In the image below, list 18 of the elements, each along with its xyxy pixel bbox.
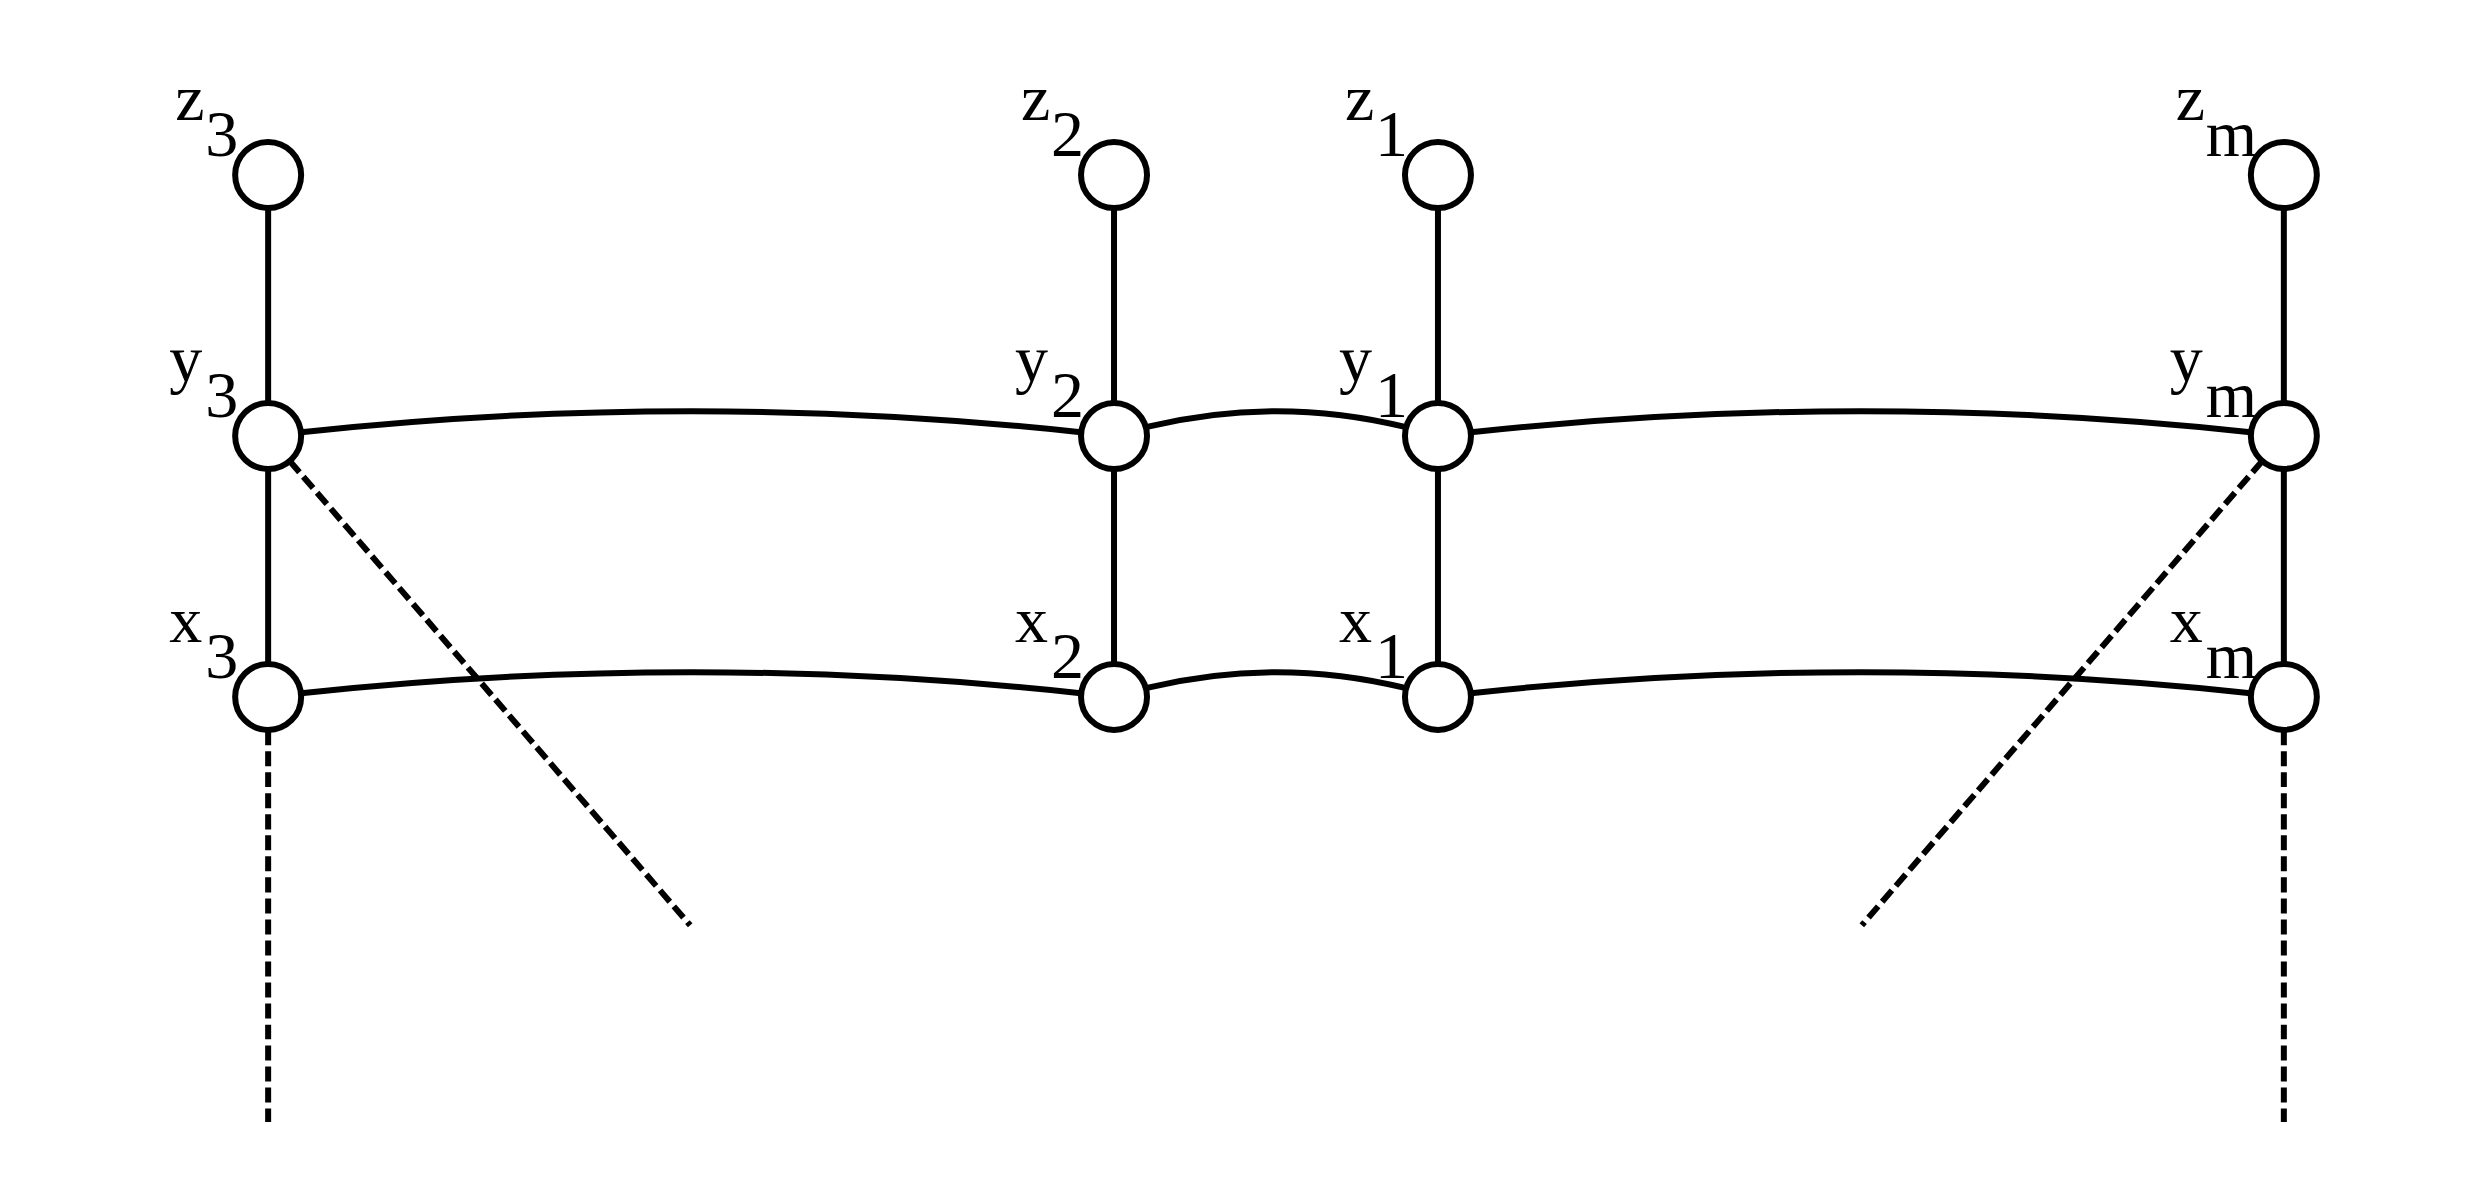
connector: [1470, 669, 2251, 697]
connector: [2280, 469, 2287, 664]
connector: [2280, 730, 2287, 1123]
connector: [286, 458, 692, 928]
connector: [1110, 469, 1117, 664]
connector: [1859, 458, 2265, 928]
connector: [264, 208, 271, 403]
connector: [1145, 408, 1407, 431]
connector: [264, 730, 271, 1123]
connector: [1145, 669, 1407, 692]
connector: [2280, 208, 2287, 403]
connector: [1470, 408, 2251, 436]
connector: [300, 669, 1081, 697]
connector: [300, 408, 1081, 436]
connector: [1110, 208, 1117, 403]
connector: [1434, 469, 1441, 664]
connector: [264, 469, 271, 664]
connector: [1434, 208, 1441, 403]
